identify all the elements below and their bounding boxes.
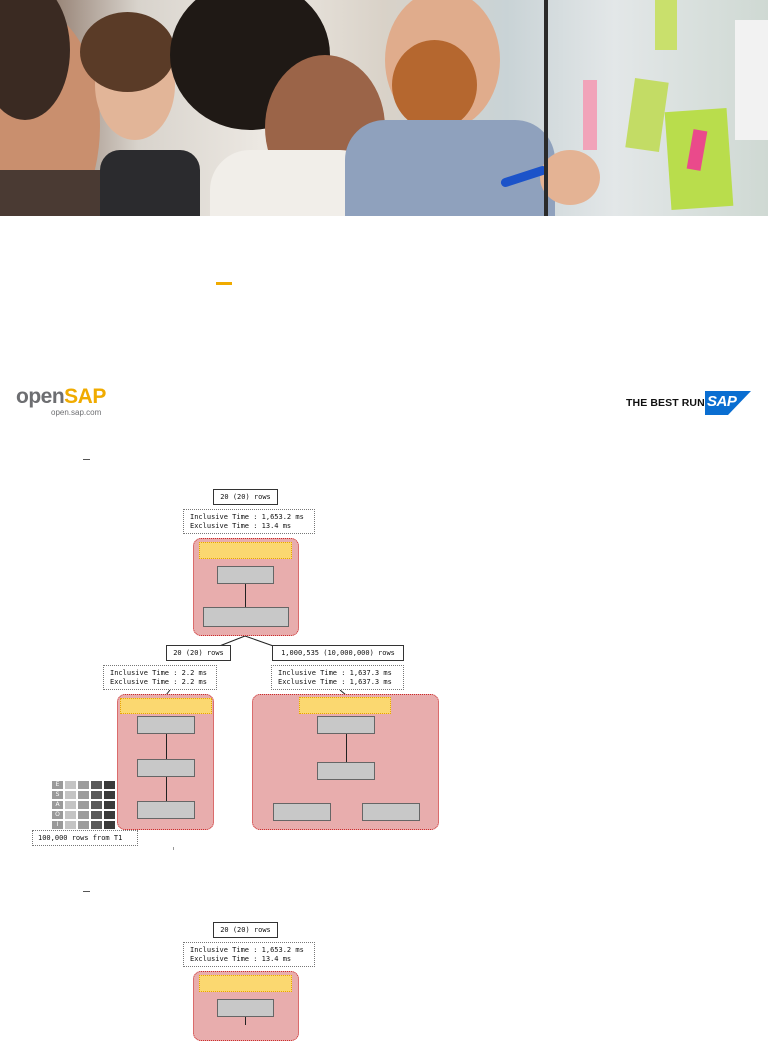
left-time-label: Inclusive Time : 2.2 ms Exclusive Time :… [103,665,217,690]
plan-node-header [199,542,292,559]
sap-logo-mark [705,391,751,415]
operator-box [362,803,420,821]
right-rows-label: 1,000,535 (10,000,000) rows [272,645,404,661]
plan-node-header [299,697,391,714]
opensap-url: open.sap.com [51,408,102,417]
operator-box [217,999,274,1017]
right-time-label: Inclusive Time : 1,637.3 ms Exclusive Ti… [271,665,404,690]
operator-box [273,803,331,821]
plan-node-header [120,698,212,714]
left-rows-label: 20 (20) rows [166,645,231,661]
operator-box [217,566,274,584]
root-time-label: Inclusive Time : 1,653.2 ms Exclusive Ti… [183,509,315,534]
plan-node-header [199,975,292,992]
opensap-logo: openSAP open.sap.com [16,385,106,418]
section-dash [83,891,90,892]
accent-dash [216,282,232,285]
operator-box [137,716,195,734]
section-dash [83,459,90,460]
root-rows-label: 20 (20) rows [213,489,278,505]
root-rows-label-2: 20 (20) rows [213,922,278,938]
sap-text: SAP [707,393,737,410]
best-run-text: THE BEST RUN [626,397,705,409]
operator-box [317,716,375,734]
operator-box [137,801,195,819]
hero-photo [0,0,768,216]
table-rows-label: 100,000 rows from T1 [32,830,138,846]
operator-box [137,759,195,777]
operator-box [317,762,375,780]
operator-box [203,607,289,627]
root-time-label-2: Inclusive Time : 1,653.2 ms Exclusive Ti… [183,942,315,967]
